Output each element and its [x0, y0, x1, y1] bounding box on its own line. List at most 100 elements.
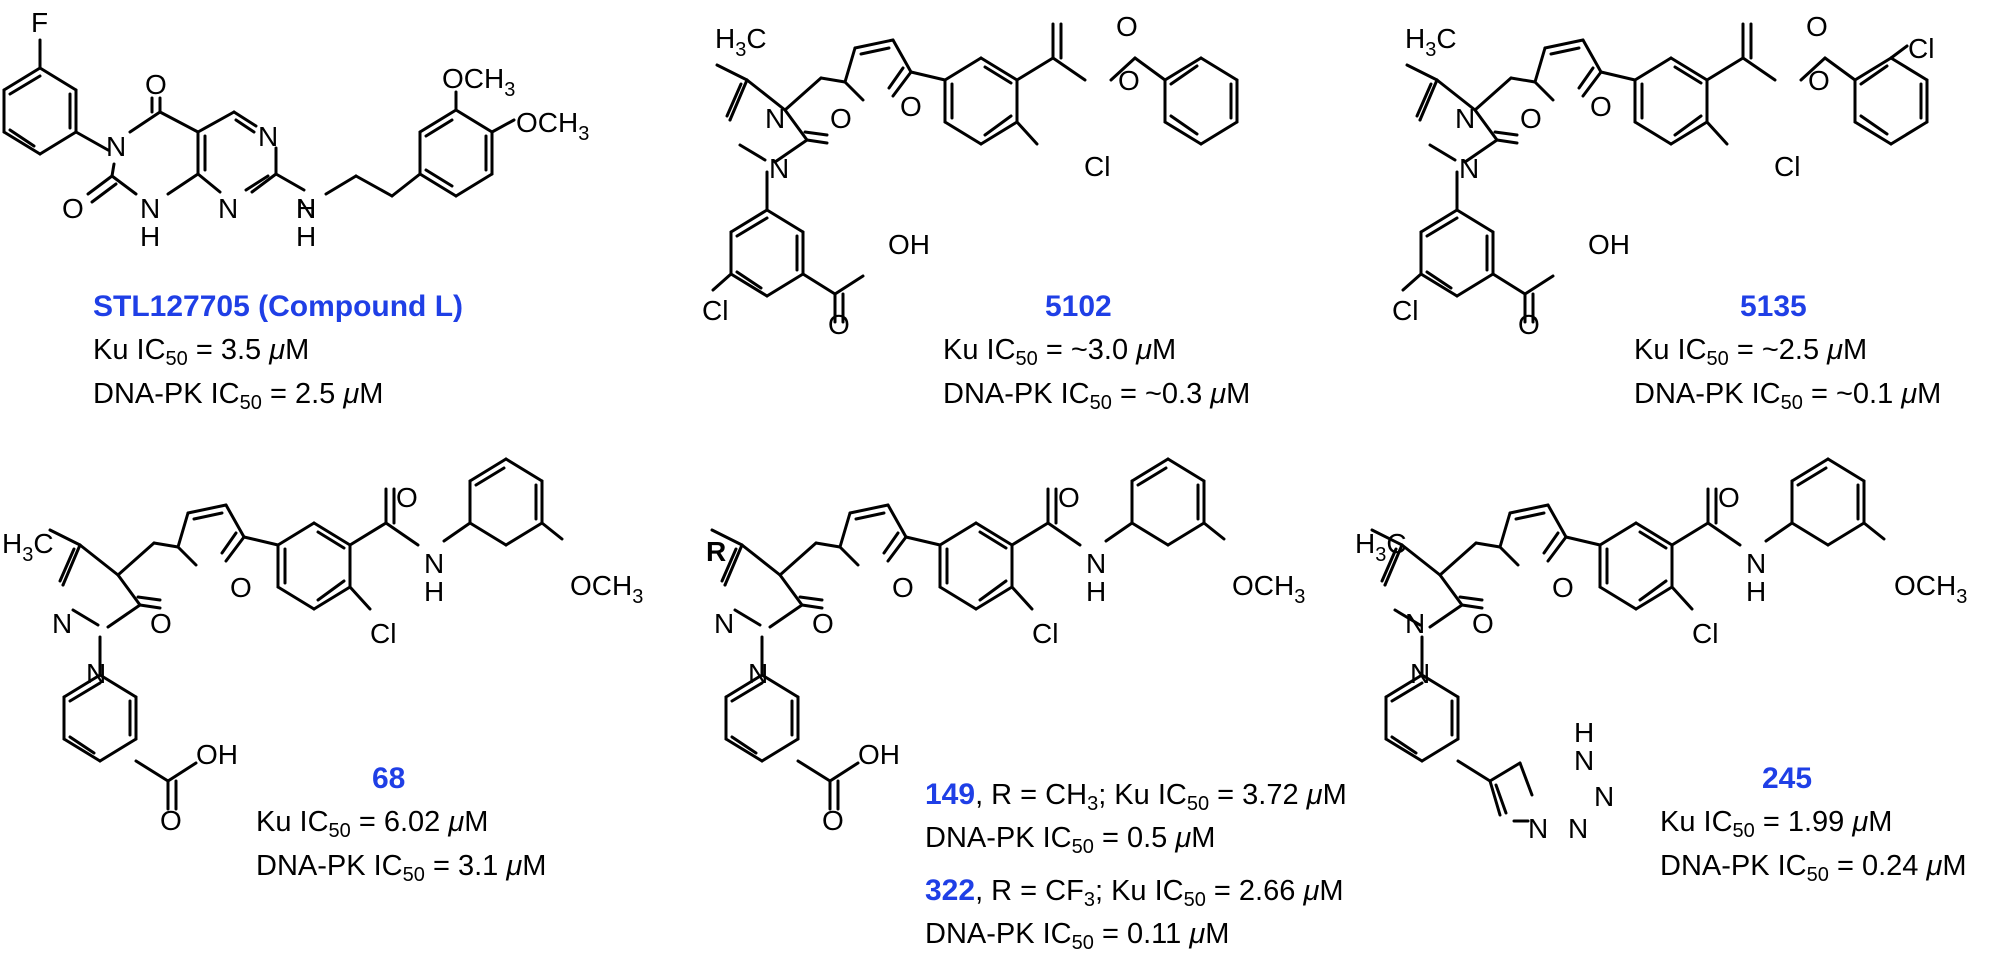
atom-cl: Cl: [1032, 618, 1058, 649]
atom-nh: N: [424, 548, 444, 579]
atom-och3: OCH3: [516, 107, 589, 145]
ku-ic50-149: 149, R = CH3; Ku IC50 = 3.72 μM: [925, 778, 1347, 815]
atom-o-furan: O: [892, 572, 914, 603]
atom-o-furan: O: [230, 572, 252, 603]
atom-o: O: [1472, 608, 1494, 639]
atom-f: F: [31, 7, 48, 38]
atom-o: O: [822, 805, 844, 836]
atom-n: N: [1410, 658, 1430, 689]
atom-och3: OCH3: [442, 63, 515, 101]
dnapk-ic50-68: DNA-PK IC50 = 3.1 μM: [256, 850, 547, 886]
atom-h: H: [140, 221, 160, 252]
dnapk-ic50-5135: DNA-PK IC50 = ~0.1 μM: [1634, 378, 1942, 414]
dnapk-ic50-5102: DNA-PK IC50 = ~0.3 μM: [943, 378, 1251, 414]
atom-o: O: [1518, 309, 1540, 340]
atom-o: O: [1520, 103, 1542, 134]
atom-o: O: [1718, 482, 1740, 513]
atom-nh-n: N: [296, 193, 316, 224]
atom-h3c: H3C: [1405, 23, 1457, 61]
atom-och3: OCH3: [1232, 570, 1305, 608]
atom-n: N: [765, 103, 785, 134]
compound-id-5135: 5135: [1740, 290, 1807, 323]
atom-n: N: [106, 131, 126, 162]
atom-n: N: [1574, 745, 1594, 776]
atom-o: O: [828, 309, 850, 340]
atom-n: N: [1594, 781, 1614, 812]
structure-5102: [711, 22, 1239, 324]
atom-cl: Cl: [1392, 295, 1418, 326]
ku-ic50-68: Ku IC50 = 6.02 μM: [256, 806, 489, 842]
atom-o: O: [1118, 65, 1140, 96]
atom-o: O: [160, 805, 182, 836]
compound-id: STL127705 (Compound L): [93, 290, 464, 323]
atom-h: H: [296, 221, 316, 252]
atom-n: N: [1459, 153, 1479, 184]
caption-stl127705: STL127705 (Compound L): [93, 292, 463, 322]
atom-o-furan: O: [900, 91, 922, 122]
atom-n: N: [258, 121, 278, 152]
atom-o: O: [396, 482, 418, 513]
atom-o: O: [830, 103, 852, 134]
atom-n: N: [1455, 103, 1475, 134]
atom-cl: Cl: [1774, 151, 1800, 182]
ku-ic50-stl127705: Ku IC50 = 3.5 μM: [93, 334, 310, 370]
atom-cl: Cl: [1692, 618, 1718, 649]
structure-5135: [1401, 22, 1929, 324]
atom-o: O: [1808, 65, 1830, 96]
compound-id-5102: 5102: [1045, 290, 1112, 323]
ku-ic50-245: Ku IC50 = 1.99 μM: [1660, 806, 1893, 842]
atom-h: H: [1746, 576, 1766, 607]
atom-n: N: [86, 658, 106, 689]
atom-nh: N: [1746, 548, 1766, 579]
ku-ic50-5102: Ku IC50 = ~3.0 μM: [943, 334, 1177, 370]
atom-o: O: [62, 193, 84, 224]
dnapk-ic50-stl127705: DNA-PK IC50 = 2.5 μM: [93, 378, 384, 414]
atom-h3c: H3C: [2, 528, 54, 566]
atom-cl: Cl: [1908, 33, 1934, 64]
atom-h3c: H3C: [1355, 528, 1407, 566]
atom-cl: Cl: [702, 295, 728, 326]
atom-o: O: [812, 608, 834, 639]
atom-n: N: [1405, 608, 1425, 639]
atom-n: N: [1528, 813, 1548, 844]
atom-och3: OCH3: [1894, 570, 1967, 608]
atom-cl: Cl: [370, 618, 396, 649]
atom-o-furan: O: [1590, 91, 1612, 122]
structure-245: [1370, 457, 1886, 823]
atom-n: N: [52, 608, 72, 639]
atom-o: O: [150, 608, 172, 639]
atom-n: N: [769, 153, 789, 184]
structure-149-322: [710, 457, 1226, 811]
dnapk-ic50-149: DNA-PK IC50 = 0.5 μM: [925, 822, 1216, 858]
atom-h: H: [1086, 576, 1106, 607]
atom-oh: OH: [196, 739, 238, 770]
atom-h: H: [1574, 717, 1594, 748]
dnapk-ic50-322: DNA-PK IC50 = 0.11 μM: [925, 918, 1230, 954]
dnapk-ic50-245: DNA-PK IC50 = 0.24 μM: [1660, 850, 1967, 886]
atom-o: O: [145, 69, 167, 100]
atom-o: O: [1806, 11, 1828, 42]
atom-n: N: [748, 658, 768, 689]
compound-id-68: 68: [372, 762, 406, 795]
structure-stl127705: F O N O N H N N H H N OCH3 OCH3: [2, 7, 589, 252]
atom-o: O: [1116, 11, 1138, 42]
atom-oh: OH: [858, 739, 900, 770]
atom-oh: OH: [1588, 229, 1630, 260]
atom-nh: N: [140, 193, 160, 224]
atom-och3: OCH3: [570, 570, 643, 608]
atom-o-furan: O: [1552, 572, 1574, 603]
atom-n: N: [714, 608, 734, 639]
atom-n: N: [218, 193, 238, 224]
ku-ic50-5135: Ku IC50 = ~2.5 μM: [1634, 334, 1868, 370]
atom-cl: Cl: [1084, 151, 1110, 182]
atom-r: R: [706, 536, 726, 567]
atom-oh: OH: [888, 229, 930, 260]
ku-ic50-322: 322, R = CF3; Ku IC50 = 2.66 μM: [925, 874, 1344, 911]
atom-h3c: H3C: [715, 23, 767, 61]
structure-68: [48, 457, 564, 811]
atom-nh: H: [296, 193, 316, 224]
atom-n: N: [1568, 813, 1588, 844]
compound-id-245: 245: [1762, 762, 1813, 795]
